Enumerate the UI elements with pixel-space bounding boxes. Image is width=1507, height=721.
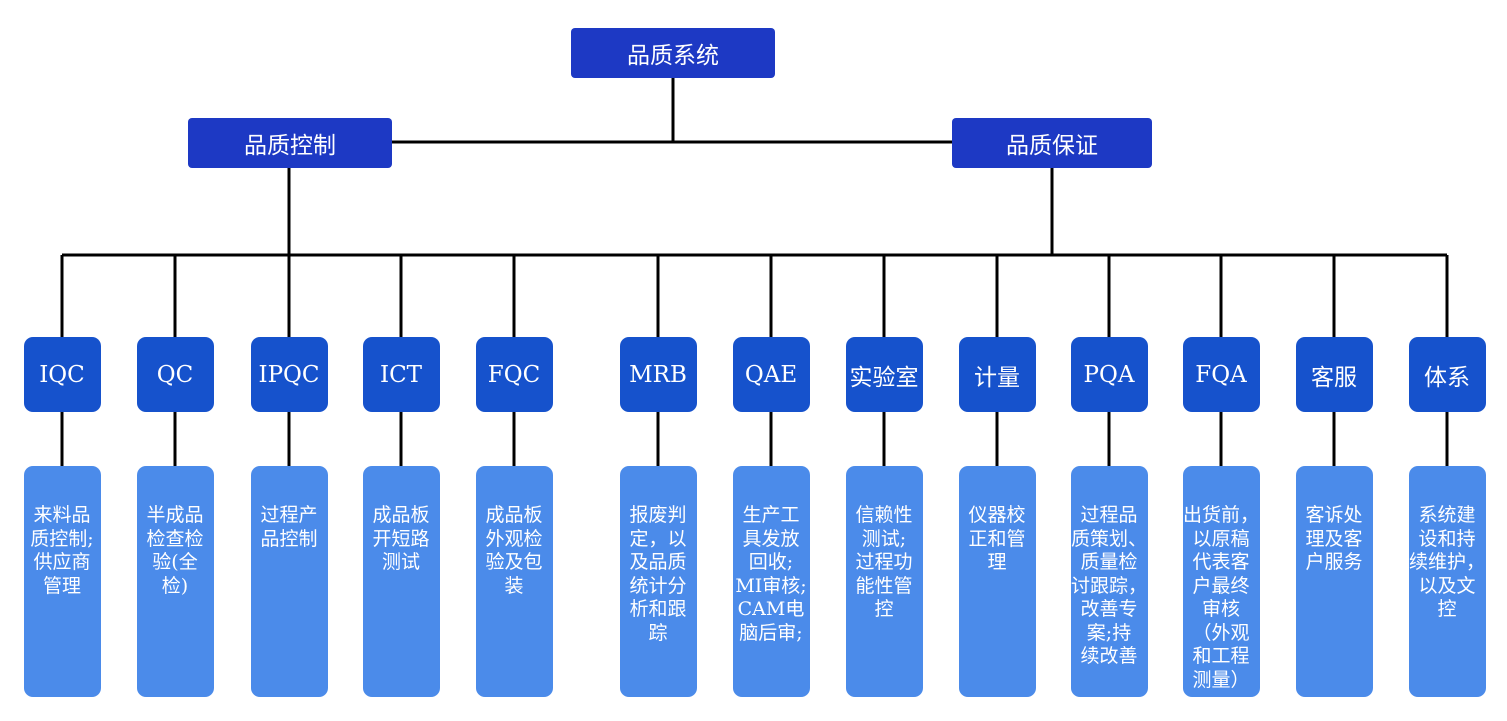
department-description-text-ipqc: 过程产 品控制 [260,504,318,550]
root-node: 品质系统 [571,28,775,78]
department-label-fqa: FQA [1195,361,1247,388]
department-node-ipqc: IPQC [250,337,328,412]
department-label-ict: ICT [379,361,423,388]
department-label-system: 体系 [1424,364,1470,391]
department-label-iqc: IQC [39,361,85,388]
department-description-text-customer-service: 客诉处 理及客 户服务 [1305,504,1363,573]
department-label-qc: QC [156,361,194,388]
department-description-pqa: 过程品 质策划、 质量检 讨跟踪， 改善专 案;持 续改善 [1070,466,1148,697]
department-description-qae: 生产工 具发放 回收; MI审核; CAM电 脑后审; [732,466,810,697]
department-node-metrology: 计量 [958,337,1036,412]
department-label-pqa: PQA [1083,361,1135,388]
department-node-fqc: FQC [475,337,553,412]
department-description-ict: 成品板 开短路 测试 [362,466,440,697]
department-node-ict: ICT [362,337,440,412]
department-label-lab: 实验室 [849,364,919,391]
department-description-ipqc: 过程产 品控制 [250,466,328,697]
department-description-text-lab: 信赖性 测试; 过程功 能性管 控 [855,504,913,620]
department-node-qc: QC [136,337,214,412]
department-connectors [60,255,1449,466]
department-description-customer-service: 客诉处 理及客 户服务 [1295,466,1373,697]
department-description-lab: 信赖性 测试; 过程功 能性管 控 [845,466,923,697]
department-node-fqa: FQA [1182,337,1260,412]
department-description-text-qae: 生产工 具发放 回收; MI审核; CAM电 脑后审; [735,504,807,644]
department-label-customer-service: 客服 [1311,364,1357,391]
department-node-iqc: IQC [23,337,101,412]
department-description-text-iqc: 来料品 质控制; 供应商 管理 [30,504,94,597]
department-label-qae: QAE [744,361,798,388]
department-description-text-mrb: 报废判 定，以 及品质 统计分 析和跟 踪 [629,504,687,644]
department-node-mrb: MRB [619,337,697,412]
department-description-text-ict: 成品板 开短路 测试 [372,504,430,573]
department-node-customer-service: 客服 [1295,337,1373,412]
department-node-lab: 实验室 [845,337,923,412]
branch-node-quality-control: 品质控制 [188,118,392,168]
branch-label-quality-assurance: 品质保证 [1006,133,1098,159]
department-description-fqa: 出货前， 以原稿 代表客 户最终 审核 （外观 和工程 测量） [1182,466,1260,697]
department-node-system: 体系 [1408,337,1486,412]
department-node-qae: QAE [732,337,810,412]
department-description-iqc: 来料品 质控制; 供应商 管理 [23,466,101,697]
department-label-fqc: FQC [487,361,541,388]
department-label-mrb: MRB [629,361,687,388]
department-description-text-fqc: 成品板 外观检 验及包 装 [485,504,543,597]
department-description-text-system: 系统建 设和持 续维护， 以及文 控 [1408,504,1485,620]
department-label-metrology: 计量 [974,364,1020,391]
connector-group [62,77,1447,257]
branch-label-quality-control: 品质控制 [244,133,336,159]
department-description-text-pqa: 过程品 质策划、 质量检 讨跟踪， 改善专 案;持 续改善 [1070,504,1147,667]
department-description-mrb: 报废判 定，以 及品质 统计分 析和跟 踪 [619,466,697,697]
department-description-metrology: 仪器校 正和管 理 [958,466,1036,697]
branch-node-quality-assurance: 品质保证 [952,118,1152,168]
department-description-fqc: 成品板 外观检 验及包 装 [475,466,553,697]
department-description-system: 系统建 设和持 续维护， 以及文 控 [1408,466,1486,697]
department-label-ipqc: IPQC [258,361,320,388]
root-label: 品质系统 [627,43,719,69]
department-description-text-metrology: 仪器校 正和管 理 [968,504,1026,573]
department-node-pqa: PQA [1070,337,1148,412]
department-description-text-qc: 半成品 检查检 验(全 检) [146,504,204,597]
department-description-qc: 半成品 检查检 验(全 检) [136,466,214,697]
department-description-text-fqa: 出货前， 以原稿 代表客 户最终 审核 （外观 和工程 测量） [1182,504,1259,691]
